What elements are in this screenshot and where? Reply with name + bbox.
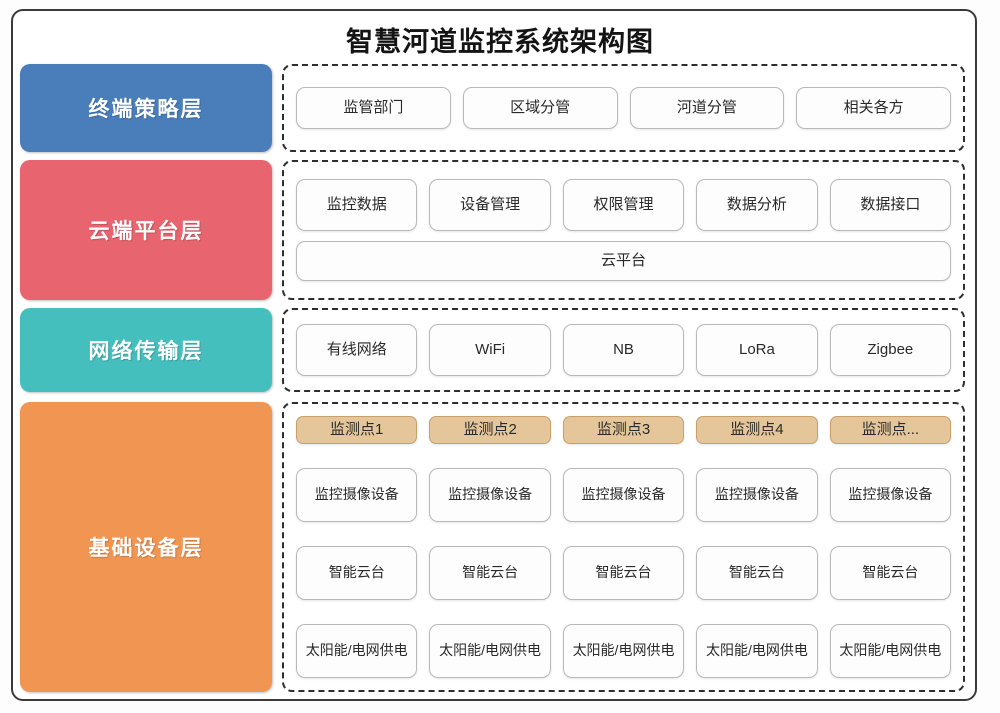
power-supply-4[interactable]: 太阳能/电网供电 xyxy=(696,624,818,678)
monitor-point-2[interactable]: 监测点2 xyxy=(429,416,551,444)
layer-badge-cloud: 云端平台层 xyxy=(20,160,272,300)
node-terminal-2[interactable]: 区域分管 xyxy=(462,87,618,129)
node-row-gimbals: 智能云台 智能云台 智能云台 智能云台 智能云台 xyxy=(296,546,952,600)
gimbal-device-1[interactable]: 智能云台 xyxy=(296,546,418,600)
node-cloud-platform[interactable]: 云平台 xyxy=(296,241,951,281)
camera-device-4[interactable]: 监控摄像设备 xyxy=(696,468,818,522)
node-terminal-1[interactable]: 监管部门 xyxy=(296,87,451,129)
node-cloud-3[interactable]: 权限管理 xyxy=(562,179,685,231)
node-terminal-3[interactable]: 河道分管 xyxy=(629,87,785,129)
camera-device-1[interactable]: 监控摄像设备 xyxy=(296,468,418,522)
node-row-cameras: 监控摄像设备 监控摄像设备 监控摄像设备 监控摄像设备 监控摄像设备 xyxy=(296,468,952,522)
layer-badge-terminal: 终端策略层 xyxy=(20,64,272,152)
gimbal-device-5[interactable]: 智能云台 xyxy=(829,546,952,600)
camera-device-5[interactable]: 监控摄像设备 xyxy=(829,468,952,522)
node-network-3[interactable]: NB xyxy=(562,324,685,376)
monitor-point-more[interactable]: 监测点... xyxy=(829,416,952,444)
node-row-monitor-points: 监测点1 监测点2 监测点3 监测点4 监测点... xyxy=(296,416,952,444)
power-supply-2[interactable]: 太阳能/电网供电 xyxy=(429,624,551,678)
layer-row-network: 网络传输层 有线网络 WiFi NB LoRa Zigbee xyxy=(20,308,965,392)
node-network-4[interactable]: LoRa xyxy=(696,324,818,376)
node-row-cloud: 监控数据 设备管理 权限管理 数据分析 数据接口 xyxy=(296,179,952,231)
gimbal-device-3[interactable]: 智能云台 xyxy=(562,546,685,600)
layer-row-cloud: 云端平台层 监控数据 设备管理 权限管理 数据分析 数据接口 云平台 xyxy=(20,160,965,300)
power-supply-1[interactable]: 太阳能/电网供电 xyxy=(296,624,418,678)
node-network-5[interactable]: Zigbee xyxy=(829,324,952,376)
gimbal-device-4[interactable]: 智能云台 xyxy=(696,546,818,600)
power-supply-5[interactable]: 太阳能/电网供电 xyxy=(829,624,952,678)
monitor-point-4[interactable]: 监测点4 xyxy=(696,416,818,444)
layer-body-cloud: 监控数据 设备管理 权限管理 数据分析 数据接口 云平台 xyxy=(282,160,965,300)
node-terminal-4[interactable]: 相关各方 xyxy=(796,87,951,129)
node-cloud-1[interactable]: 监控数据 xyxy=(296,179,418,231)
node-row-terminal: 监管部门 区域分管 河道分管 相关各方 xyxy=(296,87,951,129)
node-row-cloud-platform: 云平台 xyxy=(296,241,951,281)
monitor-point-3[interactable]: 监测点3 xyxy=(562,416,685,444)
node-network-2[interactable]: WiFi xyxy=(429,324,551,376)
camera-device-2[interactable]: 监控摄像设备 xyxy=(429,468,551,522)
layer-body-network: 有线网络 WiFi NB LoRa Zigbee xyxy=(282,308,965,392)
layer-badge-infrastructure: 基础设备层 xyxy=(20,402,272,692)
node-cloud-5[interactable]: 数据接口 xyxy=(829,179,952,231)
page-title: 智慧河道监控系统架构图 xyxy=(346,27,654,57)
layer-row-terminal: 终端策略层 监管部门 区域分管 河道分管 相关各方 xyxy=(20,64,965,152)
layer-badge-network: 网络传输层 xyxy=(20,308,272,392)
node-cloud-4[interactable]: 数据分析 xyxy=(696,179,818,231)
node-network-1[interactable]: 有线网络 xyxy=(296,324,418,376)
node-row-network: 有线网络 WiFi NB LoRa Zigbee xyxy=(296,324,952,376)
node-row-power: 太阳能/电网供电 太阳能/电网供电 太阳能/电网供电 太阳能/电网供电 太阳能/… xyxy=(296,624,952,678)
camera-device-3[interactable]: 监控摄像设备 xyxy=(562,468,685,522)
layer-body-infrastructure: 监测点1 监测点2 监测点3 监测点4 监测点... 监控摄像设备 监控摄像设备… xyxy=(282,402,965,692)
monitor-point-1[interactable]: 监测点1 xyxy=(296,416,418,444)
power-supply-3[interactable]: 太阳能/电网供电 xyxy=(562,624,685,678)
layer-body-terminal: 监管部门 区域分管 河道分管 相关各方 xyxy=(282,64,965,152)
layer-row-infrastructure: 基础设备层 监测点1 监测点2 监测点3 监测点4 监测点... 监控摄像设备 … xyxy=(20,402,965,692)
node-cloud-2[interactable]: 设备管理 xyxy=(429,179,551,231)
gimbal-device-2[interactable]: 智能云台 xyxy=(429,546,551,600)
